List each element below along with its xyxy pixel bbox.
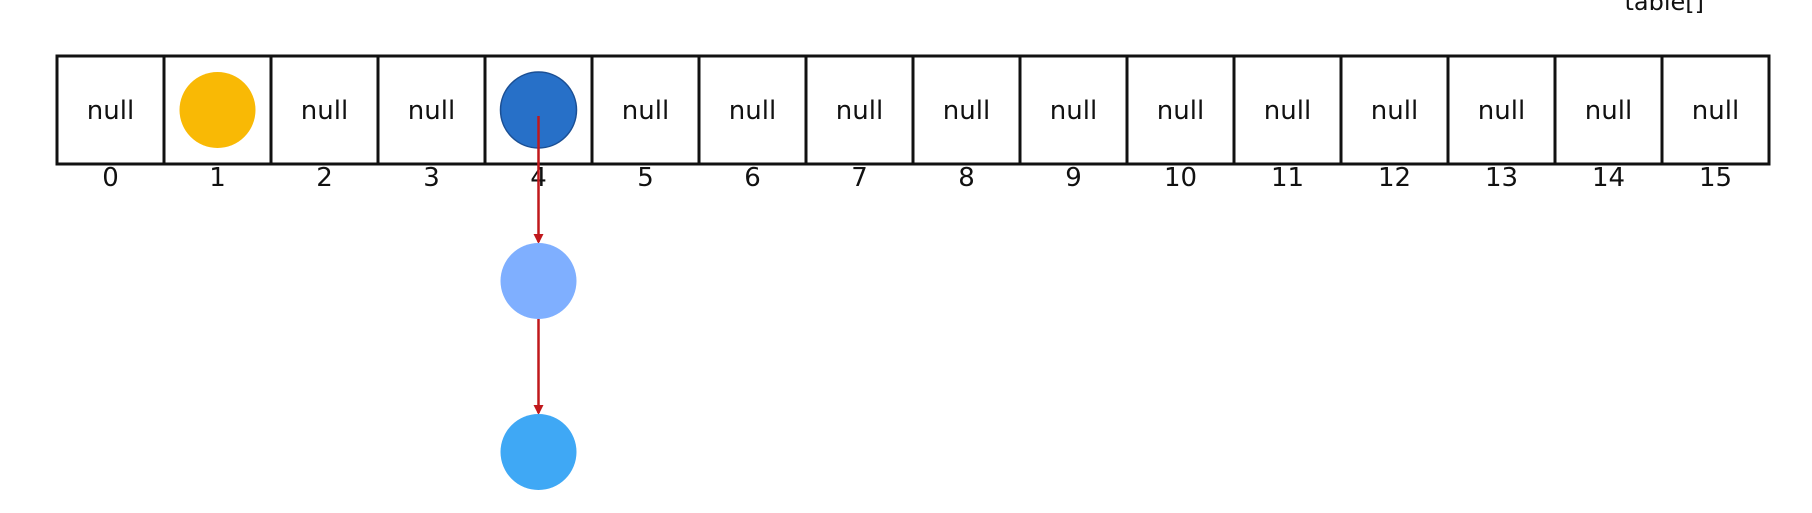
cell-null-label: null: [1478, 96, 1525, 126]
cell-index-label: 2: [316, 163, 333, 193]
cell-index-label: 13: [1485, 163, 1518, 193]
table-cells: null01null2null34null5null6null7null8nul…: [55, 54, 1771, 193]
cell-index-label: 0: [102, 163, 119, 193]
cell-null-label: null: [408, 96, 455, 126]
cell-index-label: 9: [1065, 163, 1082, 193]
cell-index-label: 10: [1164, 163, 1197, 193]
cell-null-label: null: [1692, 96, 1739, 126]
chain-node-2: [500, 414, 577, 490]
cell-index-label: 5: [637, 163, 654, 193]
cell-index-label: 15: [1699, 163, 1732, 193]
cell-index-label: 12: [1378, 163, 1411, 193]
cell-null-label: null: [1264, 96, 1311, 126]
cell-index-label: 7: [851, 163, 868, 193]
cell-index-label: 3: [423, 163, 440, 193]
cell-index-label: 14: [1592, 163, 1625, 193]
cell-null-label: null: [1050, 96, 1097, 126]
cell-null-label: null: [1585, 96, 1632, 126]
cell-null-label: null: [729, 96, 776, 126]
cell-index-label: 11: [1271, 163, 1304, 193]
cell-null-label: null: [622, 96, 669, 126]
cell-index-label: 6: [744, 163, 761, 193]
cell-null-label: null: [836, 96, 883, 126]
cell-index-label: 1: [209, 163, 226, 193]
cell-null-label: null: [943, 96, 990, 126]
table-cell-15: [1660, 54, 1771, 166]
chain-node-1: [500, 243, 577, 319]
cell-null-label: null: [87, 96, 134, 126]
bucket-chain: [500, 116, 577, 490]
cell-index-label: 8: [958, 163, 975, 193]
cell-null-label: null: [1157, 96, 1204, 126]
cell-null-label: null: [1371, 96, 1418, 126]
bucket-node-1: [179, 72, 256, 148]
cell-null-label: null: [301, 96, 348, 126]
table-title: table[]: [1624, 0, 1704, 16]
